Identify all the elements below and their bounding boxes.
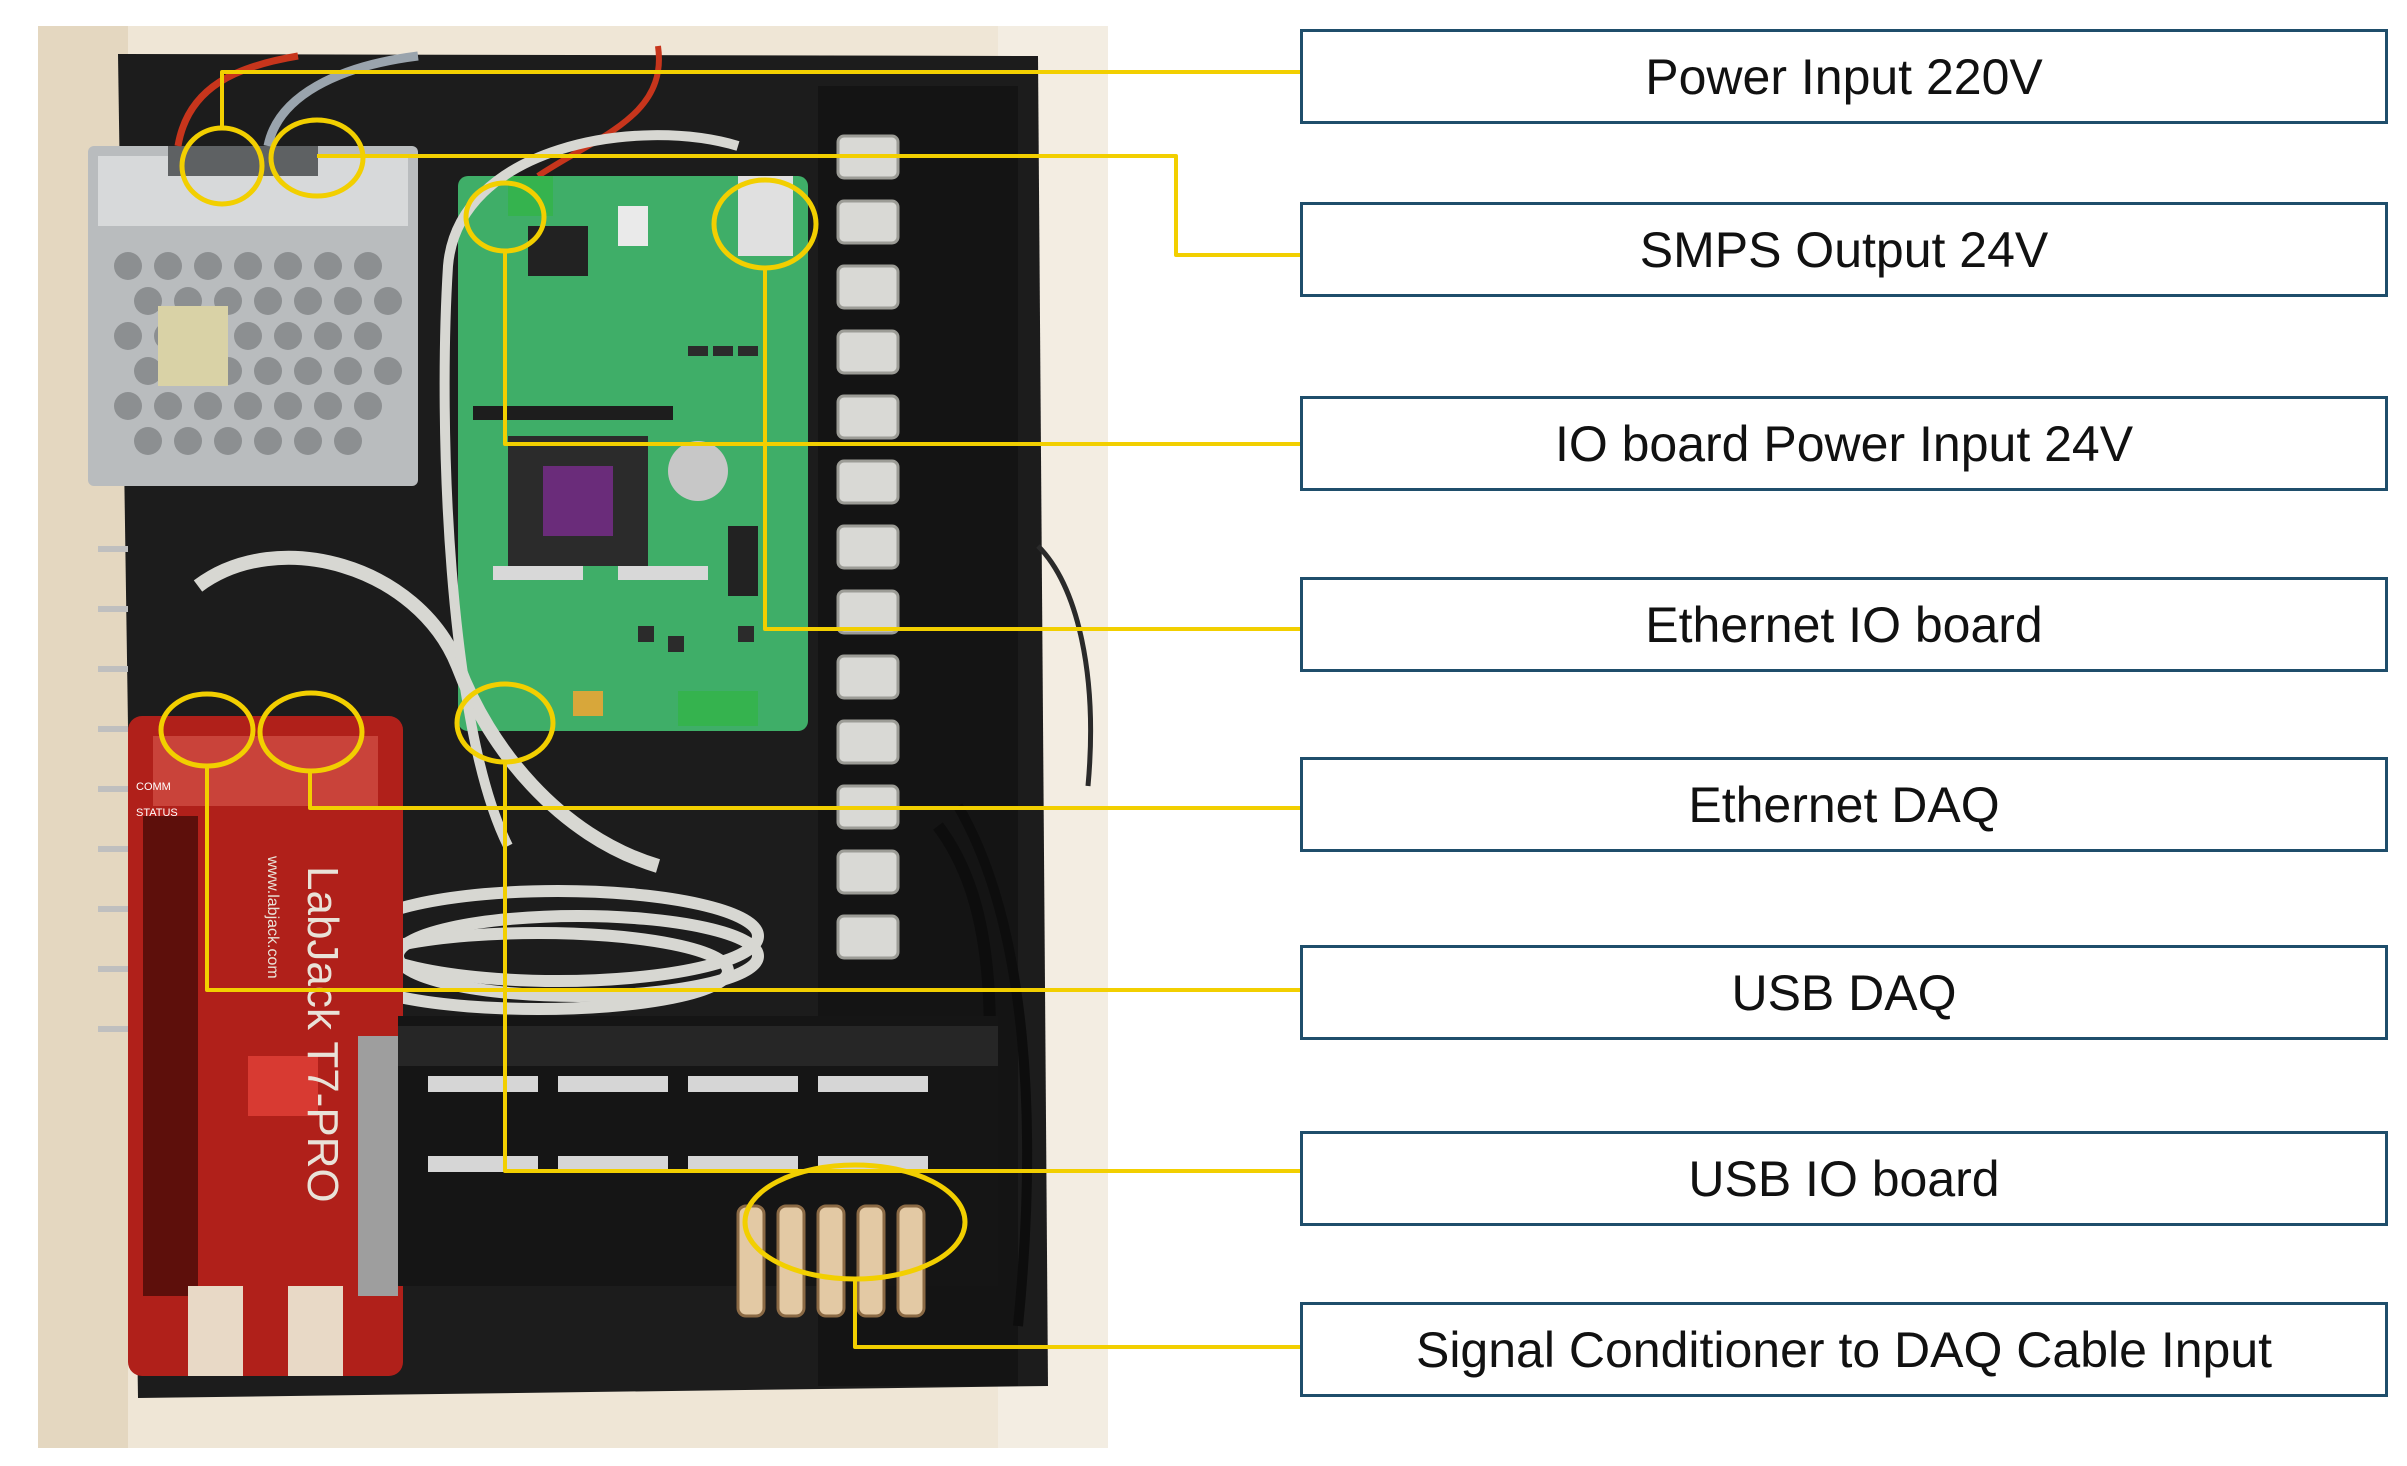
callout-ethernet-daq: Ethernet DAQ [1300,757,2388,852]
callout-label: Ethernet IO board [1645,596,2043,653]
callout-signal-conditioner-cable: Signal Conditioner to DAQ Cable Input [1300,1302,2388,1397]
smps-unit [88,146,418,486]
callout-label: USB IO board [1688,1150,2000,1207]
callout-label: SMPS Output 24V [1639,221,2049,278]
callout-label: IO board Power Input 24V [1554,415,2134,472]
callout-io-board-power-input: IO board Power Input 24V [1300,396,2388,491]
callout-label: Signal Conditioner to DAQ Cable Input [1415,1321,2273,1378]
daq-comm-label: COMM [136,781,171,793]
callout-smps-output: SMPS Output 24V [1300,202,2388,297]
daq-url-text: www.labjack.com [264,855,281,979]
callout-usb-daq: USB DAQ [1300,945,2388,1040]
callout-power-input: Power Input 220V [1300,29,2388,124]
callout-label: USB DAQ [1731,964,1957,1021]
callout-ethernet-io-board: Ethernet IO board [1300,577,2388,672]
enclosure-photo: LabJack T7-PRO www.labjack.com COMM STAT… [38,26,1108,1448]
io-board-pcb [458,176,808,731]
callout-usb-io-board: USB IO board [1300,1131,2388,1226]
daq-brand-text: LabJack T7-PRO [298,866,347,1203]
callout-label: Power Input 220V [1645,48,2043,105]
callout-label: Ethernet DAQ [1688,776,2000,833]
daq-status-label: STATUS [136,807,178,819]
